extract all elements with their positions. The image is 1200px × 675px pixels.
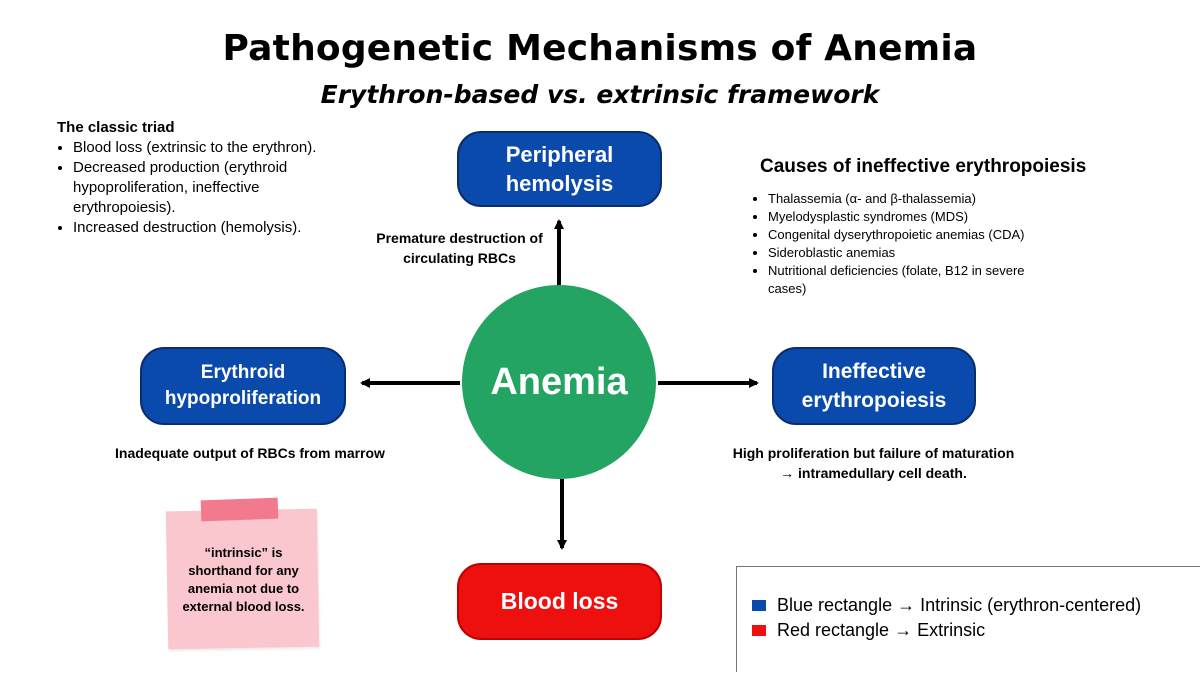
node-blood-loss: Blood loss	[457, 563, 662, 640]
cause-item-mds: Myelodysplastic syndromes (MDS)	[768, 208, 1028, 226]
legend-label-extrinsic: Red rectangle → Extrinsic	[777, 620, 986, 640]
legend-label-intrinsic: Blue rectangle → Intrinsic (erythron-cen…	[777, 595, 1142, 615]
cause-item-sideroblastic: Sideroblastic anemias	[768, 244, 1028, 262]
cause-item-cda: Congenital dyserythropoietic anemias (CD…	[768, 226, 1028, 244]
causes-list: Thalassemia (α- and β-thalassemia) Myelo…	[752, 190, 1028, 298]
sticky-note-tape	[200, 497, 279, 522]
triad-heading: The classic triad	[57, 119, 175, 136]
legend-row-intrinsic: Blue rectangle → Intrinsic (erythron-cen…	[752, 595, 1141, 616]
sticky-note-text: “intrinsic” is shorthand for any anemia …	[182, 545, 305, 614]
node-anemia-center: Anemia	[462, 285, 656, 479]
node-ineffective-erythropoiesis: Ineffective erythropoiesis	[772, 347, 976, 425]
label-premature-destruction: Premature destruction of circulating RBC…	[376, 230, 543, 266]
legend-row-extrinsic: Red rectangle → Extrinsic	[752, 620, 985, 641]
page-title: Pathogenetic Mechanisms of Anemia	[222, 28, 978, 69]
legend-swatch-red	[752, 625, 766, 636]
label-inadequate-output: Inadequate output of RBCs from marrow	[115, 445, 385, 461]
legend-frame	[736, 566, 1200, 672]
cause-item-thalassemia: Thalassemia (α- and β-thalassemia)	[768, 190, 1028, 208]
page-subtitle: Erythron-based vs. extrinsic framework	[320, 80, 880, 109]
triad-item-increased-destruction: Increased destruction (hemolysis).	[73, 218, 353, 238]
node-erythroid-hypoproliferation: Erythroid hypoproliferation	[140, 347, 346, 425]
legend-swatch-blue	[752, 600, 766, 611]
triad-item-blood-loss: Blood loss (extrinsic to the erythron).	[73, 138, 353, 158]
causes-heading: Causes of ineffective erythropoiesis	[760, 156, 1087, 177]
label-high-proliferation: High proliferation but failure of matura…	[732, 445, 1015, 481]
node-peripheral-hemolysis: Peripheral hemolysis	[457, 131, 662, 207]
triad-item-decreased-production: Decreased production (erythroid hypoprol…	[73, 158, 353, 218]
triad-list: Blood loss (extrinsic to the erythron). …	[55, 138, 353, 238]
cause-item-nutritional: Nutritional deficiencies (folate, B12 in…	[768, 262, 1028, 298]
